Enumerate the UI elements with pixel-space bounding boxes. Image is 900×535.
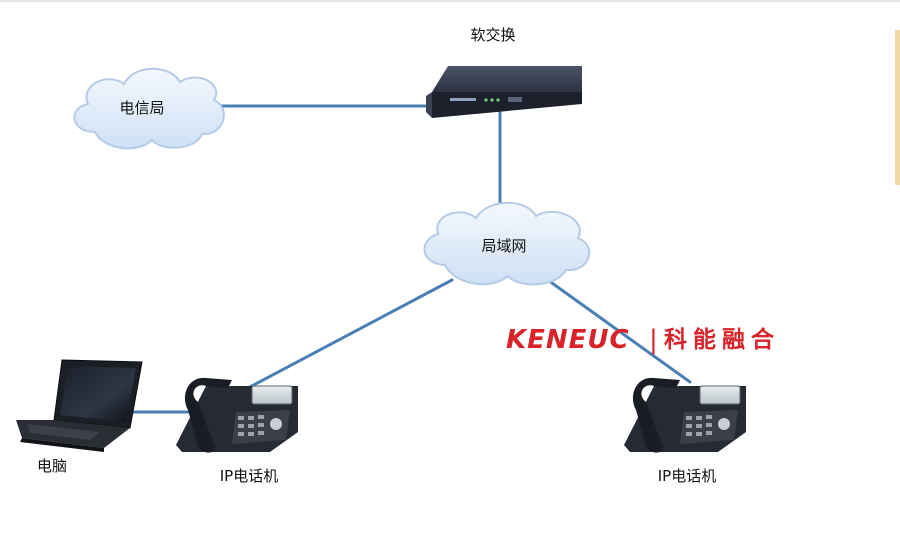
ip-phone-left: IP电话机: [176, 377, 298, 485]
cloud-icon: [423, 201, 591, 286]
ip-phone-icon: [176, 377, 298, 453]
link-lan-phone-right: [543, 276, 692, 384]
brand-separator: |: [649, 325, 659, 355]
brand-latin: KENEUC: [506, 325, 630, 355]
top-border: [0, 0, 900, 2]
computer: 电脑: [16, 359, 143, 475]
softswitch-device-icon: [426, 66, 582, 118]
brand-logo: KENEUC | 科能融合: [506, 325, 780, 355]
phone-left-label: IP电话机: [220, 467, 278, 485]
softswitch-device: 软交换: [426, 26, 582, 118]
brand-chinese: 科能融合: [664, 326, 780, 353]
link-lan-phone-left: [246, 278, 454, 390]
laptop-icon: [16, 359, 143, 452]
telecom-cloud: 电信局: [73, 67, 225, 150]
lan-label: 局域网: [481, 237, 526, 255]
lan-cloud: 局域网: [423, 201, 591, 286]
connection-lines: [126, 104, 692, 414]
ip-phone-icon: [624, 377, 746, 453]
computer-label: 电脑: [37, 457, 67, 475]
softswitch-label: 软交换: [470, 26, 515, 44]
telecom-label: 电信局: [119, 99, 164, 117]
cloud-icon: [73, 67, 225, 150]
right-edge-accent: [895, 30, 900, 185]
ip-phone-right: IP电话机: [624, 377, 746, 485]
phone-right-label: IP电话机: [658, 467, 716, 485]
